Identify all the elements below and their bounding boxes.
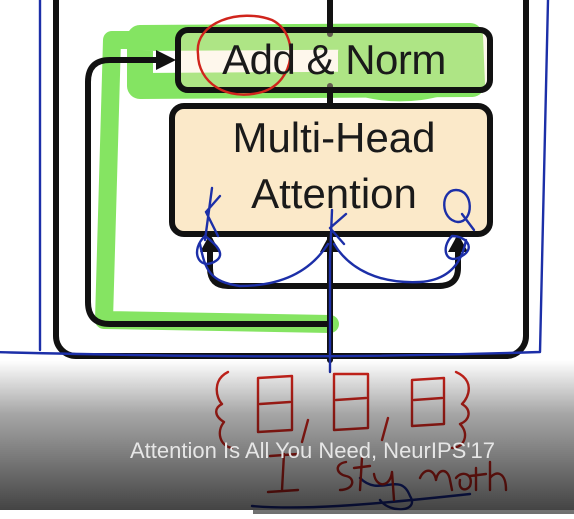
mha-label-line1: Multi-Head xyxy=(232,114,436,161)
arrowhead-v xyxy=(200,234,220,252)
blue-encoder-outline xyxy=(0,0,550,358)
blue-q-letter xyxy=(443,188,476,232)
blue-k-mid xyxy=(328,208,348,262)
add-norm-box xyxy=(175,27,493,93)
blue-loop-2 xyxy=(444,234,470,260)
residual-arrowhead xyxy=(156,50,176,70)
video-progress-fill xyxy=(0,510,253,514)
add-norm-label: Add & Norm xyxy=(222,36,446,83)
blue-path-left xyxy=(198,242,330,288)
video-caption: Attention Is All You Need, NeurIPS'17 xyxy=(130,438,495,463)
red-circle-annotation xyxy=(196,14,292,96)
blue-k-letter xyxy=(203,186,222,242)
mha-label-line2: Attention xyxy=(251,170,417,217)
arrowhead-q xyxy=(448,234,468,252)
blue-loop xyxy=(195,234,222,265)
blue-path-right xyxy=(332,238,468,284)
video-progress-bar[interactable] xyxy=(0,510,574,514)
video-bottom-gradient xyxy=(0,360,574,514)
